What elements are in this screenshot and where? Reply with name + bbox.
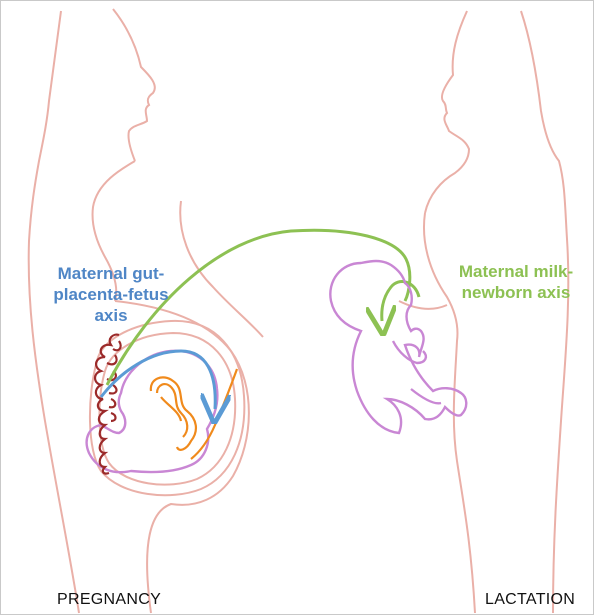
nursing-mother-outline [399, 11, 568, 613]
lactation-caption: LACTATION [485, 591, 575, 609]
newborn-leg-detail [411, 389, 441, 403]
gut-axis-label-line1: Maternal gut- [31, 263, 191, 284]
gut-axis-label: Maternal gut- placenta-fetus axis [31, 263, 191, 326]
pregnancy-caption: PREGNANCY [57, 591, 161, 609]
mother-left-breast [180, 201, 263, 337]
milk-axis-label-line1: Maternal milk- [441, 261, 591, 282]
gut-axis-label-line2: placenta-fetus [31, 284, 191, 305]
milk-axis-label-line2: newborn axis [441, 282, 591, 303]
mother-left-face-profile [113, 9, 155, 161]
mother-right-back-contour [521, 11, 568, 613]
gut-axis-label-line3: axis [31, 305, 191, 326]
mother-right-face-profile [425, 11, 469, 213]
milk-axis-label: Maternal milk- newborn axis [441, 261, 591, 303]
placenta-umbilical-cord [151, 369, 237, 459]
mother-right-breast [399, 301, 447, 309]
